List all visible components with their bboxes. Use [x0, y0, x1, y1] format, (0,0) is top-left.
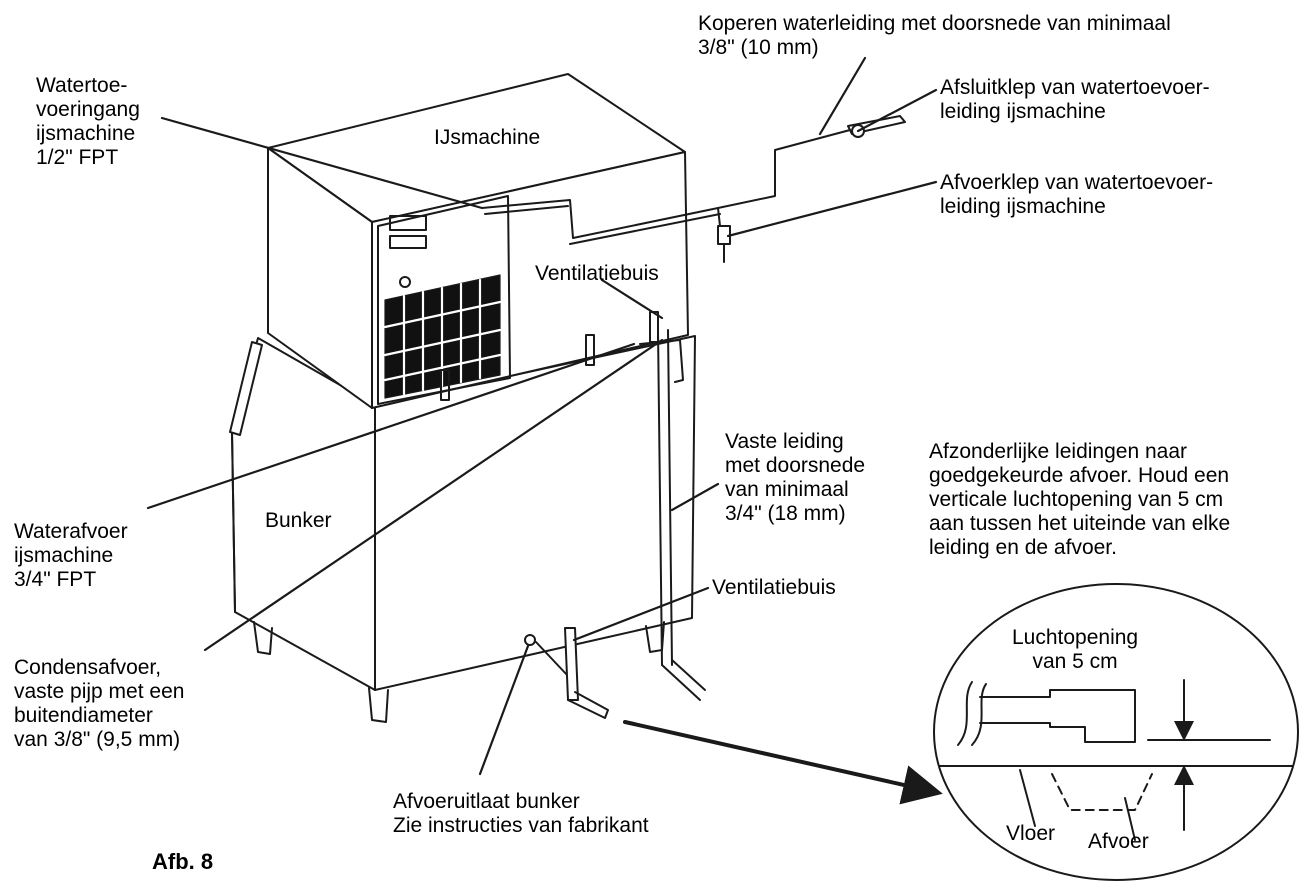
- callout-line: leiding en de afvoer.: [929, 536, 1117, 559]
- water-supply-piping: [481, 115, 906, 263]
- label-ice-machine: IJsmachine: [434, 126, 541, 149]
- callout-line: buitendiameter: [14, 704, 153, 727]
- callout-line: 1/2" FPT: [36, 146, 119, 169]
- callout-line: Afzonderlijke leidingen naar: [929, 440, 1187, 463]
- detail-floor-label: Vloer: [1006, 822, 1056, 845]
- callout-line: Afvoeruitlaat bunker: [393, 790, 580, 813]
- detail-air-gap-label: Luchtopening van 5 cm: [1012, 626, 1138, 674]
- figure-caption: Afb. 8: [152, 849, 214, 874]
- callout-line: 3/8" (10 mm): [698, 36, 819, 59]
- callout-line: Koperen waterleiding met doorsnede van m…: [698, 12, 1171, 35]
- callout-condensate-drain: Condensafvoer, vaste pijp met een buiten…: [14, 656, 184, 752]
- callout-line: Luchtopening: [1012, 626, 1139, 649]
- callout-line: Afvoerklep van watertoevoer-: [940, 171, 1214, 194]
- callout-water-inlet: Watertoe- voeringang ijsmachine 1/2" FPT: [36, 74, 140, 170]
- callout-bin-drain: Afvoeruitlaat bunker Zie instructies van…: [393, 790, 649, 838]
- leader-lines: [146, 56, 938, 776]
- callout-line: van minimaal: [725, 478, 849, 501]
- callout-line: Waterafvoer: [14, 520, 128, 543]
- callout-line: Zie instructies van fabrikant: [393, 814, 649, 837]
- callout-line: Watertoe-: [36, 74, 128, 97]
- callout-drain-valve: Afvoerklep van watertoevoer- leiding ijs…: [940, 171, 1213, 219]
- callout-line: vaste pijp met een: [14, 680, 185, 703]
- callout-separate-lines-note: Afzonderlijke leidingen naar goedgekeurd…: [929, 440, 1230, 560]
- callout-line: voeringang: [36, 98, 140, 121]
- callout-rigid-line: Vaste leiding met doorsnede van minimaal…: [725, 430, 865, 526]
- callout-line: verticale luchtopening van 5 cm: [929, 488, 1224, 511]
- callout-line: aan tussen het uiteinde van elke: [929, 512, 1231, 535]
- callout-line: Afsluitklep van watertoevoer-: [940, 76, 1210, 99]
- callout-line: 3/4" FPT: [14, 568, 97, 591]
- callout-line: 3/4" (18 mm): [725, 502, 846, 525]
- detail-drain-label: Afvoer: [1088, 830, 1149, 853]
- callout-line: leiding ijsmachine: [940, 195, 1106, 218]
- callout-line: ijsmachine: [14, 544, 114, 567]
- label-bin: Bunker: [265, 509, 332, 532]
- callout-line: ijsmachine: [36, 122, 136, 145]
- callout-vent-tube-top: Ventilatiebuis: [535, 262, 659, 285]
- callout-line: Condensafvoer,: [14, 656, 162, 679]
- air-gap-detail: [933, 583, 1299, 881]
- callout-line: met doorsnede: [725, 454, 866, 477]
- callout-vent-tube-bottom: Ventilatiebuis: [712, 576, 836, 599]
- callout-line: leiding ijsmachine: [940, 100, 1106, 123]
- bin-body: [229, 335, 696, 723]
- ice-machine-body: [267, 73, 689, 409]
- callout-shutoff-valve: Afsluitklep van watertoevoer- leiding ij…: [940, 76, 1210, 124]
- callout-line: Vaste leiding: [725, 430, 844, 453]
- callout-water-drain: Waterafvoer ijsmachine 3/4" FPT: [14, 520, 128, 592]
- detail-arrow: [623, 720, 943, 805]
- callout-line: van 5 cm: [1032, 650, 1118, 673]
- drain-piping: [524, 329, 706, 719]
- callout-copper-line: Koperen waterleiding met doorsnede van m…: [698, 12, 1171, 60]
- callout-line: van 3/8" (9,5 mm): [14, 728, 181, 751]
- callout-line: goedgekeurde afvoer. Houd een: [929, 464, 1230, 487]
